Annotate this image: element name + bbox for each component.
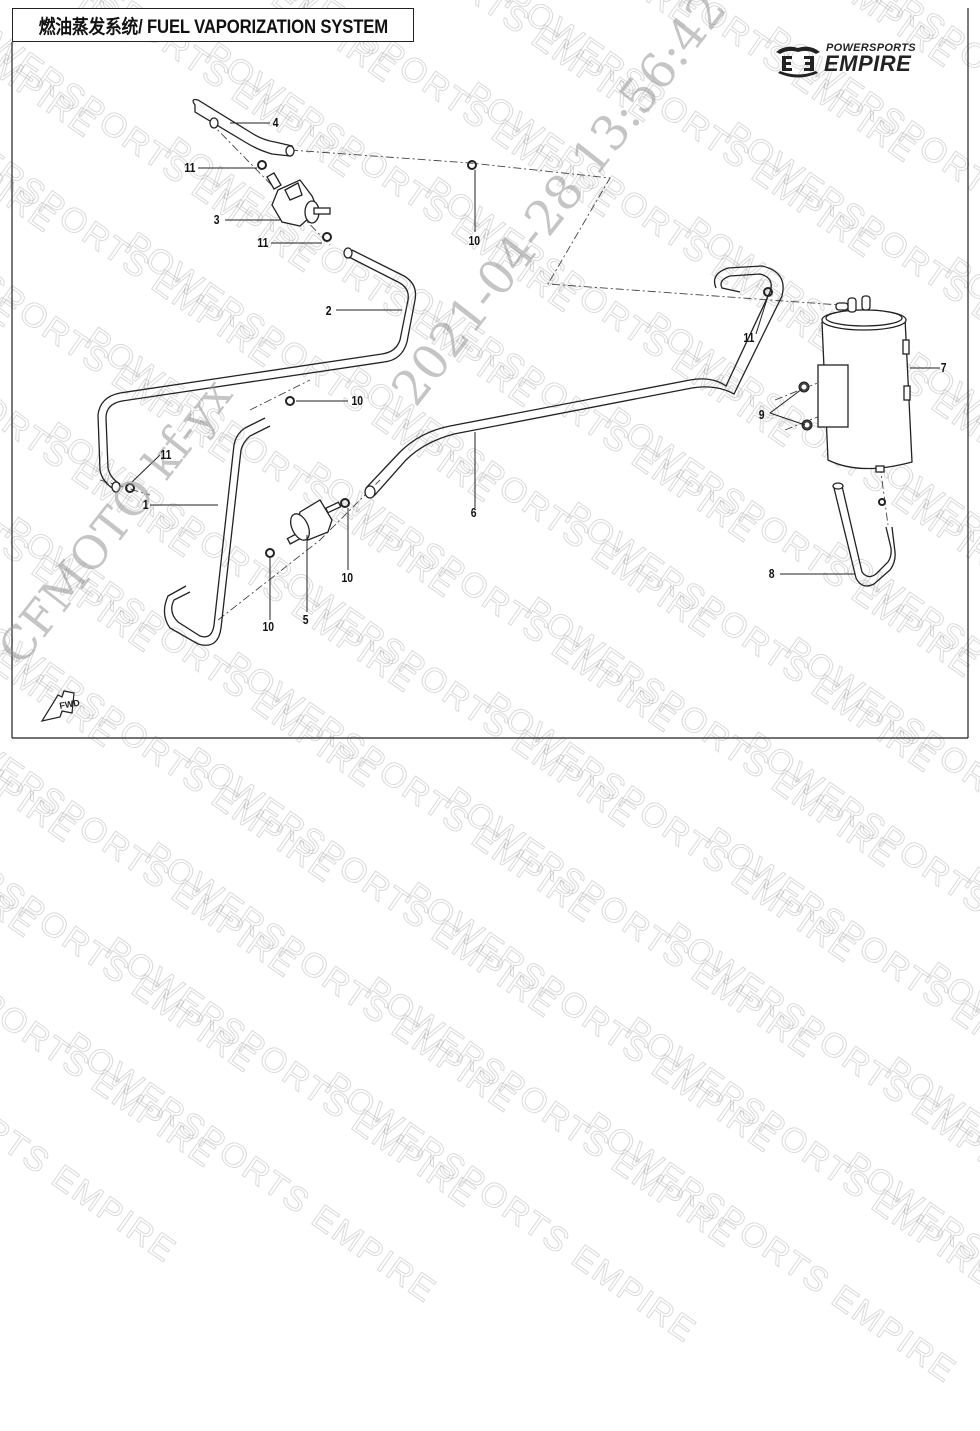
hose-4 (192, 98, 295, 157)
clamps (125, 160, 886, 558)
logo-text-empire: EMPIRE (824, 51, 912, 76)
hose-8 (832, 482, 896, 587)
callout-9: 9 (758, 407, 765, 422)
callout-11: 11 (743, 330, 755, 345)
assembly-line-bottom (879, 464, 889, 526)
empire-wings-logo-icon (776, 46, 820, 78)
hose-6 (364, 265, 784, 499)
assembly-line-filter (217, 479, 381, 621)
diagram-drawing (11, 8, 969, 739)
callout-3: 3 (213, 212, 220, 227)
powersports-empire-logo: POWERSPORTS EMPIRE (772, 40, 952, 80)
callout-11: 11 (257, 235, 269, 250)
assembly-line-clamp11 (99, 479, 151, 496)
logo-text-powersports: POWERSPORTS (826, 42, 916, 54)
callout-10: 10 (468, 233, 481, 248)
assembly-line-upper (289, 149, 841, 306)
callout-10: 10 (351, 393, 364, 408)
leader-lines (131, 122, 940, 620)
callout-11: 11 (184, 160, 196, 175)
forward-arrow-icon: FWD (40, 690, 80, 722)
hose-1 (163, 417, 271, 646)
diagram-title: 燃油蒸发系统/ FUEL VAPORIZATION SYSTEM (38, 16, 388, 38)
callout-11: 11 (160, 447, 172, 462)
solenoid-valve (266, 172, 331, 227)
assembly-line-valve (209, 121, 331, 246)
fwd-label: FWD (59, 697, 80, 710)
callout-8: 8 (768, 566, 775, 581)
filter (286, 499, 342, 545)
callout-10: 10 (262, 619, 275, 634)
callout-4: 4 (272, 115, 279, 130)
callout-7: 7 (940, 360, 947, 375)
assembly-line-clamp10 (249, 379, 311, 411)
title-box: 燃油蒸发系统/ FUEL VAPORIZATION SYSTEM (12, 8, 414, 42)
carbon-canister (817, 295, 913, 473)
callout-10: 10 (341, 570, 354, 585)
callout-6: 6 (470, 505, 477, 520)
callout-5: 5 (302, 612, 309, 627)
callout-1: 1 (142, 497, 149, 512)
callout-2: 2 (325, 303, 332, 318)
hose-2 (97, 247, 417, 493)
